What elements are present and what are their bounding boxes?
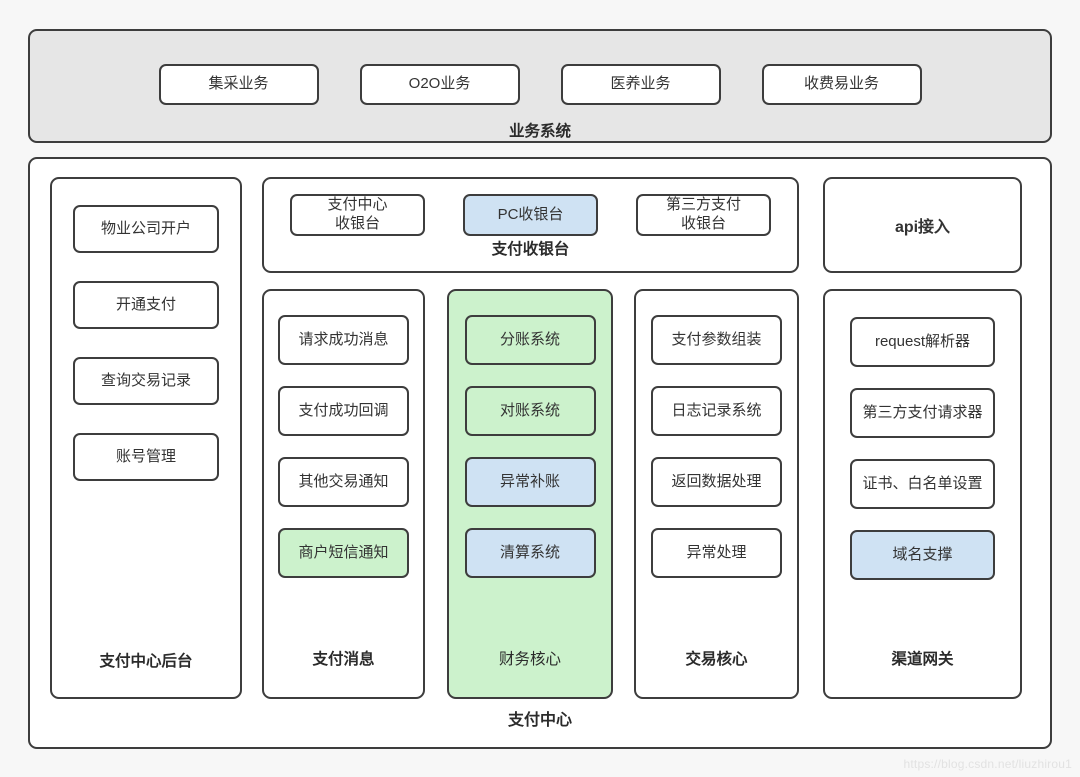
payment-center-container: 物业公司开户 开通支付 查询交易记录 账号管理 支付中心后台 支付中心 收银台 … [28,157,1052,749]
finance-item-reconciliation[interactable]: 对账系统 [464,386,596,436]
cashier-items: 支付中心 收银台 PC收银台 第三方支付 收银台 [264,194,797,236]
cashier-item-third-party[interactable]: 第三方支付 收银台 [636,194,771,236]
business-item-yiyang[interactable]: 医养业务 [560,64,721,105]
message-column: 请求成功消息 支付成功回调 其他交易通知 商户短信通知 支付消息 [262,289,425,699]
backend-item-query-transactions[interactable]: 查询交易记录 [73,357,219,405]
business-system-band: 集采业务 O2O业务 医养业务 收费易业务 业务系统 [28,29,1052,143]
trade-item-param-assembly[interactable]: 支付参数组装 [651,315,782,365]
message-item-pay-success-callback[interactable]: 支付成功回调 [278,386,409,436]
finance-item-split-account[interactable]: 分账系统 [464,315,596,365]
gateway-item-domain-support[interactable]: 域名支撑 [850,530,995,580]
trade-item-response-processing[interactable]: 返回数据处理 [651,457,782,507]
gateway-item-request-parser[interactable]: request解析器 [850,317,995,367]
watermark: https://blog.csdn.net/liuzhirou1 [903,757,1072,771]
backend-column-label: 支付中心后台 [99,653,193,670]
gateway-item-cert-whitelist[interactable]: 证书、白名单设置 [850,459,995,509]
finance-item-settlement[interactable]: 清算系统 [464,528,596,578]
message-item-merchant-sms[interactable]: 商户短信通知 [278,528,409,578]
api-access-label: api接入 [894,219,951,236]
api-access-box[interactable]: api接入 [823,177,1022,273]
business-system-label: 业务系统 [508,123,571,140]
message-column-label: 支付消息 [312,651,375,668]
trade-column-label: 交易核心 [685,651,748,668]
payment-center-label: 支付中心 [507,712,572,729]
message-item-other-transaction-notice[interactable]: 其他交易通知 [278,457,409,507]
finance-column-label: 财务核心 [498,651,561,668]
trade-column: 支付参数组装 日志记录系统 返回数据处理 异常处理 交易核心 [634,289,799,699]
cashier-item-pc[interactable]: PC收银台 [463,194,598,236]
trade-item-logging[interactable]: 日志记录系统 [651,386,782,436]
backend-column: 物业公司开户 开通支付 查询交易记录 账号管理 支付中心后台 [50,177,242,699]
cashier-band: 支付中心 收银台 PC收银台 第三方支付 收银台 支付收银台 [262,177,799,273]
finance-item-exception-supplement[interactable]: 异常补账 [464,457,596,507]
cashier-item-payment-center[interactable]: 支付中心 收银台 [290,194,425,236]
backend-item-enable-payment[interactable]: 开通支付 [73,281,219,329]
backend-item-property-account[interactable]: 物业公司开户 [73,205,219,253]
gateway-column-label: 渠道网关 [891,651,954,668]
gateway-column: request解析器 第三方支付请求器 证书、白名单设置 域名支撑 渠道网关 [823,289,1022,699]
business-item-o2o[interactable]: O2O业务 [359,64,520,105]
trade-item-exception-handling[interactable]: 异常处理 [651,528,782,578]
message-item-request-success[interactable]: 请求成功消息 [278,315,409,365]
business-item-jicai[interactable]: 集采业务 [158,64,319,105]
gateway-item-third-party-requester[interactable]: 第三方支付请求器 [850,388,995,438]
finance-column: 分账系统 对账系统 异常补账 清算系统 财务核心 [447,289,613,699]
cashier-band-label: 支付收银台 [491,241,570,258]
backend-item-account-management[interactable]: 账号管理 [73,433,219,481]
business-item-shoufeiyi[interactable]: 收费易业务 [761,64,922,105]
business-system-items: 集采业务 O2O业务 医养业务 收费易业务 [30,64,1050,105]
